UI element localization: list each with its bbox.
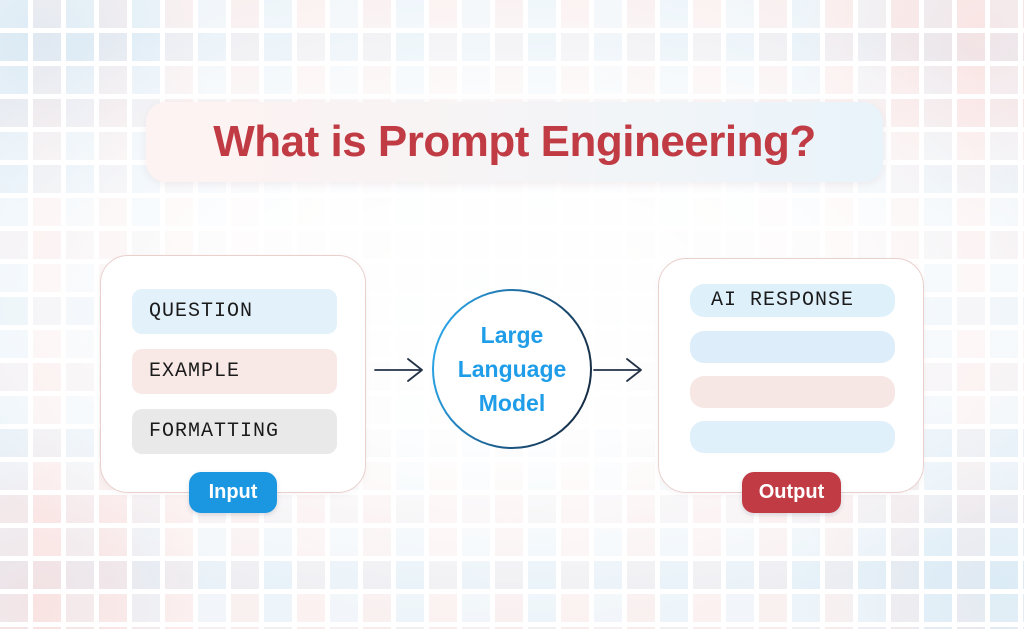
input-item-label: QUESTION (149, 300, 254, 323)
llm-circle: Large Language Model (432, 289, 592, 449)
output-card: AI RESPONSE (658, 258, 924, 493)
input-item-example: EXAMPLE (132, 349, 337, 394)
input-item-label: FORMATTING (149, 420, 280, 443)
title-banner: What is Prompt Engineering? (146, 102, 883, 182)
response-line-placeholder (690, 421, 895, 453)
llm-label-line: Model (478, 390, 546, 416)
llm-label-line: Language (457, 356, 567, 382)
input-item-formatting: FORMATTING (132, 409, 337, 454)
response-line-placeholder (690, 376, 895, 408)
input-item-label: EXAMPLE (149, 360, 241, 383)
page-title: What is Prompt Engineering? (213, 117, 816, 166)
arrow-right-icon (593, 358, 642, 382)
arrow-right-icon (374, 358, 423, 382)
output-badge: Output (742, 472, 841, 513)
output-item-label: AI RESPONSE (711, 289, 855, 312)
input-item-question: QUESTION (132, 289, 337, 334)
llm-label-line: Large (480, 322, 544, 348)
response-line-placeholder (690, 331, 895, 363)
input-badge: Input (189, 472, 277, 513)
output-item-ai-response: AI RESPONSE (690, 284, 895, 317)
input-card: QUESTION EXAMPLE FORMATTING (100, 255, 366, 493)
